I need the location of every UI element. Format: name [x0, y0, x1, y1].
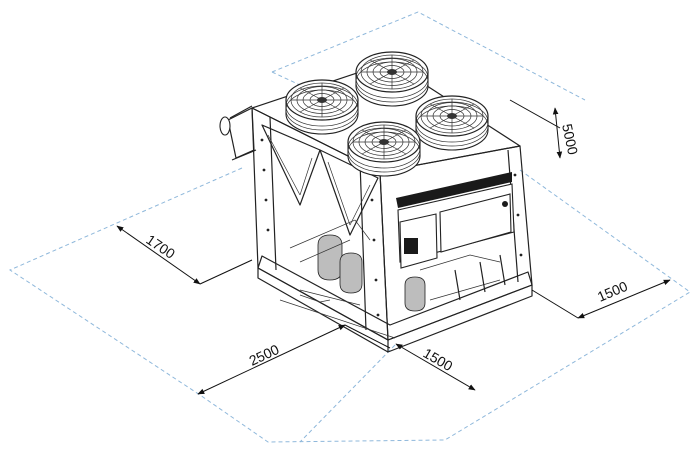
- dimension-label-front-length: 2500: [247, 341, 282, 369]
- fan-left: [285, 79, 359, 135]
- dimension-label-left-clearance: 1700: [143, 231, 178, 262]
- clearance-zone-left: [8, 167, 243, 396]
- dimension-top-clearance: 5000: [509, 99, 581, 159]
- dimension-label-front-width: 1500: [421, 345, 456, 375]
- fan-right: [415, 95, 489, 151]
- dimension-label-top-clearance: 5000: [559, 122, 581, 156]
- fan-rear: [355, 51, 429, 107]
- dimension-left-clearance: 1700: [116, 225, 253, 285]
- dimension-right-clearance: 1500: [531, 278, 671, 319]
- dimension-front-width: 1500: [395, 343, 476, 391]
- unit-body: [219, 61, 533, 341]
- clearance-zone-front: [299, 344, 396, 443]
- clearance-zone-right: [199, 169, 691, 443]
- clearance-zone-top: [271, 11, 586, 101]
- dimension-label-right-clearance: 1500: [595, 278, 630, 305]
- compressor-assembly: [279, 219, 506, 339]
- dimension-front-length: 2500: [197, 324, 391, 395]
- fan-front: [347, 121, 421, 177]
- side-cylinder: [219, 105, 257, 161]
